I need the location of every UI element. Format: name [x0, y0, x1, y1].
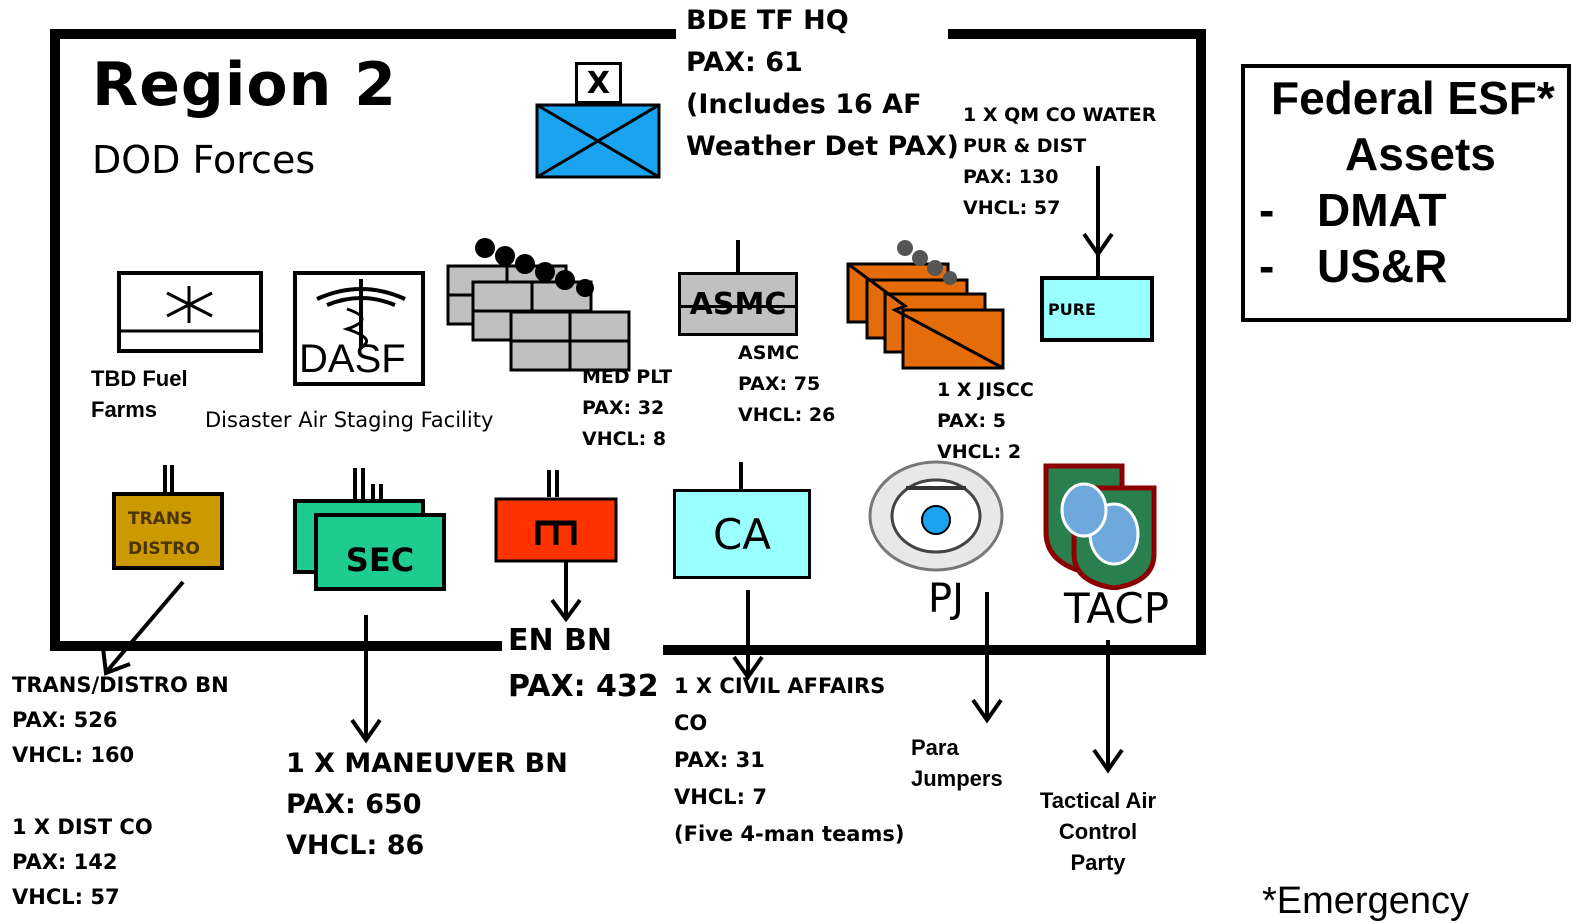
esf-list: -DMAT -US&R [1259, 182, 1447, 294]
fuel-unit-symbol [117, 271, 263, 353]
fuel-line-1: TBD Fuel [91, 366, 188, 391]
water-unit-symbol: PURE [1040, 276, 1154, 342]
hq-echelon-box: X [575, 62, 622, 104]
pj-emblem-icon [868, 460, 1004, 572]
esf-bullet: - [1259, 240, 1275, 292]
en-label: EN BN PAX: 432 [508, 618, 659, 710]
trans-symbol-line-1: TRANS [128, 509, 193, 529]
pj-line-1: Para [911, 735, 959, 760]
region-subtitle: DOD Forces [92, 138, 316, 182]
sec-line-1: 1 X MANEUVER BN [286, 748, 568, 779]
region-title: Region 2 [92, 50, 397, 120]
hq-label: BDE TF HQ PAX: 61 (Includes 16 AF Weathe… [686, 0, 959, 168]
jiscc-line-3: VHCL: 2 [937, 441, 1022, 463]
dist-line-1: 1 X DIST CO [12, 815, 153, 839]
sec-symbol-text: SEC [345, 541, 415, 579]
med-unit-symbol [446, 238, 631, 372]
jiscc-unit-symbol [846, 240, 1005, 370]
ca-line-3: PAX: 31 [674, 748, 765, 772]
sec-unit-symbol: SEC [314, 513, 446, 591]
hq-line-4: Weather Det PAX) [686, 131, 959, 162]
trans-unit-symbol: TRANS DISTRO [112, 492, 224, 570]
med-line-3: VHCL: 8 [582, 428, 667, 450]
med-line-1: MED PLT [582, 366, 673, 388]
esf-item-label: DMAT [1317, 184, 1447, 236]
en-line-2: PAX: 432 [508, 669, 659, 704]
ca-symbol-text: CA [712, 509, 772, 559]
jiscc-line-1: 1 X JISCC [937, 379, 1034, 401]
fuel-line-2: Farms [91, 397, 158, 422]
trans-line-3: VHCL: 160 [12, 743, 135, 767]
asmc-unit-symbol: ASMC [678, 272, 798, 336]
tacp-symbol-text: TACP [1064, 584, 1170, 633]
ca-line-1: 1 X CIVIL AFFAIRS [674, 674, 886, 698]
en-line-1: EN BN [508, 623, 613, 658]
trans-line-1: TRANS/DISTRO BN [12, 673, 229, 697]
federal-esf-box: Federal ESF* Assets -DMAT -US&R [1241, 64, 1571, 322]
hq-line-2: PAX: 61 [686, 47, 803, 78]
asmc-divider [681, 305, 795, 308]
asmc-label: ASMC PAX: 75 VHCL: 26 [738, 338, 835, 431]
caduceus-icon [316, 279, 406, 349]
hq-unit-symbol [535, 103, 661, 179]
esf-title-line-1: Federal ESF* [1271, 72, 1555, 124]
dasf-caption: Disaster Air Staging Facility [205, 408, 494, 432]
ca-line-2: CO [674, 711, 708, 735]
trans-line-2: PAX: 526 [12, 708, 118, 732]
footnote: *Emergency [1262, 880, 1469, 922]
trans-symbol-line-2: DISTRO [128, 539, 200, 559]
trans-label: TRANS/DISTRO BN PAX: 526 VHCL: 160 [12, 668, 229, 773]
tacp-emblem-icon [1043, 463, 1157, 590]
water-line-1: 1 X QM CO WATER [963, 104, 1157, 126]
tacp-line-3: Party [1070, 850, 1126, 875]
asmc-line-2: PAX: 75 [738, 373, 821, 395]
esf-title-line-2: Assets [1345, 128, 1496, 180]
sec-label: 1 X MANEUVER BN PAX: 650 VHCL: 86 [286, 743, 568, 866]
ca-unit-symbol: CA [673, 489, 811, 579]
esf-item-usr: -US&R [1259, 238, 1447, 294]
sec-line-3: VHCL: 86 [286, 830, 425, 861]
esf-item-label: US&R [1317, 240, 1448, 292]
med-label: MED PLT PAX: 32 VHCL: 8 [582, 362, 672, 455]
ca-line-5: (Five 4-man teams) [674, 822, 905, 846]
hq-echelon-letter: X [586, 65, 611, 101]
hq-line-1: BDE TF HQ [686, 5, 849, 36]
ca-line-4: VHCL: 7 [674, 785, 767, 809]
dist-co-label: 1 X DIST CO PAX: 142 VHCL: 57 [12, 810, 153, 915]
jiscc-label: 1 X JISCC PAX: 5 VHCL: 2 [937, 375, 1034, 468]
tacp-line-1: Tactical Air [1039, 788, 1157, 813]
hq-line-3: (Includes 16 AF [686, 89, 922, 120]
tacp-line-2: Control [1058, 819, 1138, 844]
pj-symbol-text: PJ [928, 576, 964, 622]
asmc-line-1: ASMC [738, 342, 800, 364]
sec-line-2: PAX: 650 [286, 789, 422, 820]
water-line-4: VHCL: 57 [963, 197, 1061, 219]
tacp-label: Tactical Air Control Party [1028, 785, 1168, 878]
pj-line-2: Jumpers [911, 766, 1003, 791]
ca-label: 1 X CIVIL AFFAIRS CO PAX: 31 VHCL: 7 (Fi… [674, 668, 904, 853]
jiscc-line-2: PAX: 5 [937, 410, 1006, 432]
asmc-line-3: VHCL: 26 [738, 404, 836, 426]
dasf-unit-symbol: DASF [293, 271, 425, 386]
esf-title: Federal ESF* Assets [1271, 70, 1571, 182]
water-symbol-text: PURE [1048, 299, 1096, 319]
water-line-3: PAX: 130 [963, 166, 1059, 188]
en-unit-symbol [494, 497, 618, 563]
esf-item-dmat: -DMAT [1259, 182, 1447, 238]
water-line-2: PUR & DIST [963, 135, 1087, 157]
dist-line-3: VHCL: 57 [12, 885, 120, 909]
dist-line-2: PAX: 142 [12, 850, 118, 874]
trans-symbol-text: TRANS DISTRO [128, 504, 200, 564]
pj-label: Para Jumpers [911, 732, 1003, 794]
fuel-label: TBD Fuel Farms [91, 363, 188, 425]
asmc-symbol-text: ASMC [689, 286, 787, 322]
water-label: 1 X QM CO WATER PUR & DIST PAX: 130 VHCL… [963, 100, 1156, 224]
dasf-symbol-text: DASF [299, 337, 406, 381]
med-line-2: PAX: 32 [582, 397, 665, 419]
esf-bullet: - [1259, 184, 1275, 236]
